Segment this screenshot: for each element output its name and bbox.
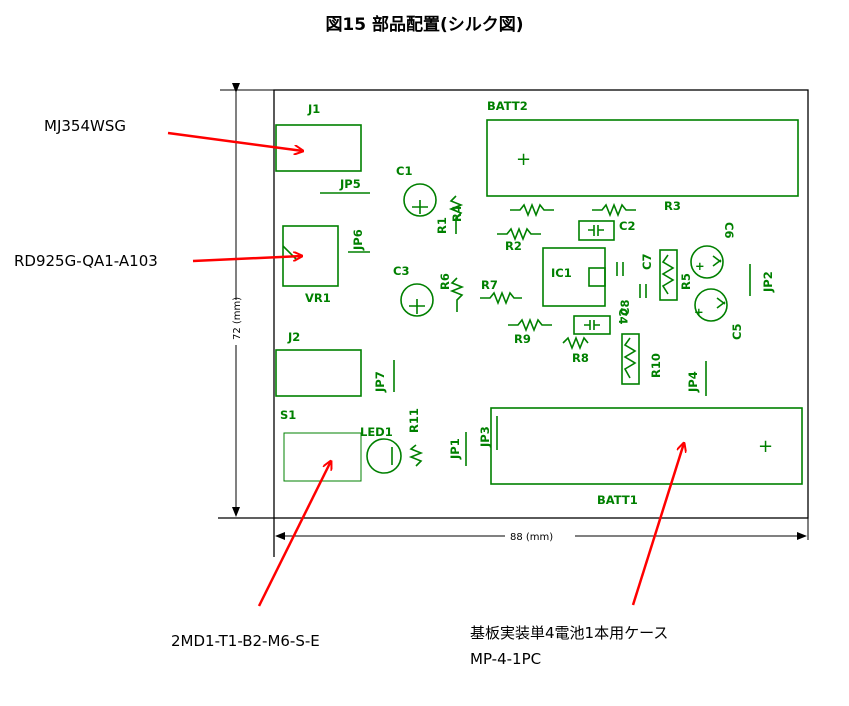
c7-label: C7 <box>640 254 654 270</box>
r2-resistor <box>497 226 541 242</box>
width-dimension-label: 88 (mm) <box>510 532 553 543</box>
jp2-label: JP2 <box>761 271 775 293</box>
s1-label: S1 <box>280 408 296 422</box>
jp4-label: JP4 <box>686 371 700 393</box>
batt2-plus: + <box>516 149 531 170</box>
r11-label: R11 <box>407 408 421 433</box>
j2-outline <box>275 349 362 397</box>
arrow-rd925g <box>192 256 302 263</box>
jp5-label: JP5 <box>339 177 361 191</box>
r7-label: R7 <box>481 278 498 292</box>
r5-outline <box>659 249 678 301</box>
figure-title: 図15 部品配置(シルク図) <box>325 15 524 35</box>
r9-label: R9 <box>514 332 531 346</box>
batt2-outline <box>486 119 799 197</box>
c3-outline <box>400 283 434 317</box>
r11-resistor <box>408 444 424 467</box>
c6-label: C6 <box>722 222 736 238</box>
board-outline <box>273 89 809 519</box>
c5-outline <box>694 288 728 322</box>
arrow-2md1 <box>257 461 331 607</box>
c6-outline <box>690 245 724 279</box>
height-dimension-label: 72 (mm) <box>232 297 243 340</box>
callout-2md1: 2MD1-T1-B2-M6-S-E <box>171 632 320 650</box>
c1-outline <box>403 183 437 217</box>
c4-label: C4 <box>616 308 630 324</box>
r6-resistor <box>449 277 465 312</box>
c4-outline <box>573 315 611 335</box>
width-dimension: 88 (mm) <box>275 518 809 543</box>
callout-battery-partno: MP-4-1PC <box>470 650 542 668</box>
r4-label: R4 <box>450 205 464 222</box>
batt1-plus: + <box>758 436 773 457</box>
jp3-label: JP3 <box>478 426 492 448</box>
batt1-label: BATT1 <box>597 493 638 507</box>
callout-battery-case: 基板実装単4電池1本用ケース <box>470 624 669 642</box>
r10-label: R10 <box>649 353 663 378</box>
r8-label: R8 <box>572 351 589 365</box>
r5-label: R5 <box>679 273 693 290</box>
c1-label: C1 <box>396 164 412 178</box>
s1-outline <box>283 432 362 482</box>
j2-label: J2 <box>287 330 300 344</box>
r7-resistor <box>480 290 522 306</box>
r3-resistor <box>592 202 636 218</box>
vr1-label: VR1 <box>305 291 331 305</box>
jp1-label: JP1 <box>448 438 462 460</box>
ic1-label: IC1 <box>551 266 572 280</box>
r10-outline <box>621 333 640 385</box>
r3-label: R3 <box>664 199 681 213</box>
led1-label: LED1 <box>360 425 393 439</box>
c8-symbol <box>639 284 647 298</box>
j1-label: J1 <box>307 102 320 116</box>
batt1-outline <box>490 407 803 485</box>
callout-mj354wsg: MJ354WSG <box>44 117 126 135</box>
jp6-label: JP6 <box>351 229 365 251</box>
callout-rd925g: RD925G-QA1-A103 <box>14 252 158 270</box>
c3-label: C3 <box>393 264 409 278</box>
arrow-mj354wsg <box>167 131 303 151</box>
c5-label: C5 <box>730 324 744 340</box>
c2-label: C2 <box>619 219 635 233</box>
r9-resistor <box>508 317 552 333</box>
c8-label: C8 <box>618 300 632 316</box>
r8-resistor <box>562 335 589 351</box>
c7-symbol <box>616 262 624 276</box>
c6-plus: + <box>695 259 705 273</box>
r4-resistor <box>510 202 554 218</box>
r1-resistor <box>448 195 464 234</box>
height-dimension: 72 (mm) <box>220 83 274 517</box>
c5-plus: + <box>694 305 704 319</box>
led1-outline <box>366 438 402 474</box>
r6-label: R6 <box>438 273 452 290</box>
arrow-battery-case <box>631 443 684 606</box>
r1-label: R1 <box>435 217 449 234</box>
c2-outline <box>578 220 615 241</box>
batt2-label: BATT2 <box>487 99 528 113</box>
r2-label: R2 <box>505 239 522 253</box>
jp7-label: JP7 <box>373 371 387 393</box>
